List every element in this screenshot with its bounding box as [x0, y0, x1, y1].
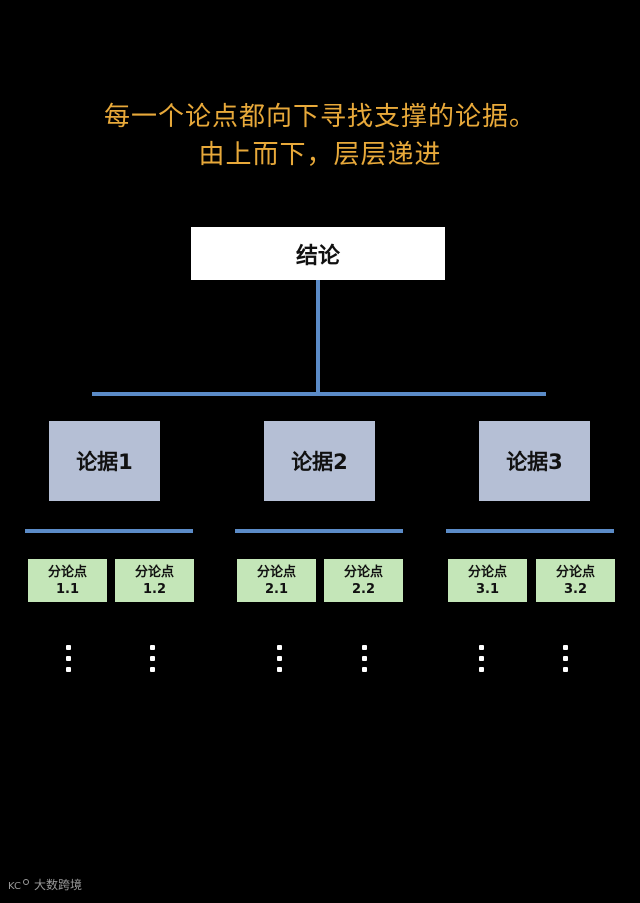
- sub-bar-line-2: [235, 529, 403, 533]
- continuation-dots-2-2: [361, 645, 367, 672]
- sub-point-number: 1.1: [55, 581, 80, 597]
- watermark-text: 大数跨境: [34, 878, 83, 892]
- continuation-dots-1-1: [65, 645, 71, 672]
- argument-label-1: 论据1: [76, 450, 133, 474]
- argument-box-1: 论据1: [49, 421, 160, 501]
- conclusion-box: 结论: [191, 227, 445, 280]
- sub-point-box-3-1: 分论点 3.1: [448, 559, 527, 602]
- sub-point-title: 分论点: [555, 564, 595, 580]
- sub-point-box-2-2: 分论点 2.2: [324, 559, 403, 602]
- argument-label-3: 论据3: [506, 450, 563, 474]
- sub-point-number: 2.1: [264, 581, 289, 597]
- continuation-dots-1-2: [149, 645, 155, 672]
- argument-box-2: 论据2: [264, 421, 375, 501]
- heading-line-1: 每一个论点都向下寻找支撑的论据。: [103, 102, 536, 132]
- sub-point-title: 分论点: [467, 564, 507, 580]
- sub-bar-line-3: [446, 529, 614, 533]
- sub-point-box-1-2: 分论点 1.2: [115, 559, 194, 602]
- argument-bar-line: [92, 392, 546, 396]
- sub-point-title: 分论点: [134, 564, 174, 580]
- conclusion-label: 结论: [295, 243, 340, 269]
- sub-point-title: 分论点: [256, 564, 296, 580]
- sub-point-number: 3.2: [563, 581, 588, 597]
- sub-point-number: 2.2: [351, 581, 376, 597]
- conclusion-stem-line: [316, 280, 320, 394]
- continuation-dots-3-1: [478, 645, 484, 672]
- svg-text:KC: KC: [8, 881, 21, 892]
- continuation-dots-2-1: [276, 645, 282, 672]
- argument-box-3: 论据3: [479, 421, 590, 501]
- sub-point-title: 分论点: [343, 564, 383, 580]
- sub-point-number: 1.2: [142, 581, 167, 597]
- continuation-dots-3-2: [562, 645, 568, 672]
- sub-point-box-1-1: 分论点 1.1: [28, 559, 107, 602]
- argument-label-2: 论据2: [291, 450, 348, 474]
- sub-point-box-3-2: 分论点 3.2: [536, 559, 615, 602]
- watermark: KC 大数跨境: [8, 876, 82, 893]
- sub-point-number: 3.1: [475, 581, 500, 597]
- watermark-logo-icon: KC: [8, 878, 29, 892]
- heading-line-2: 由上而下，层层递进: [198, 140, 442, 170]
- sub-bar-line-1: [25, 529, 193, 533]
- sub-point-title: 分论点: [47, 564, 87, 580]
- sub-point-box-2-1: 分论点 2.1: [237, 559, 316, 602]
